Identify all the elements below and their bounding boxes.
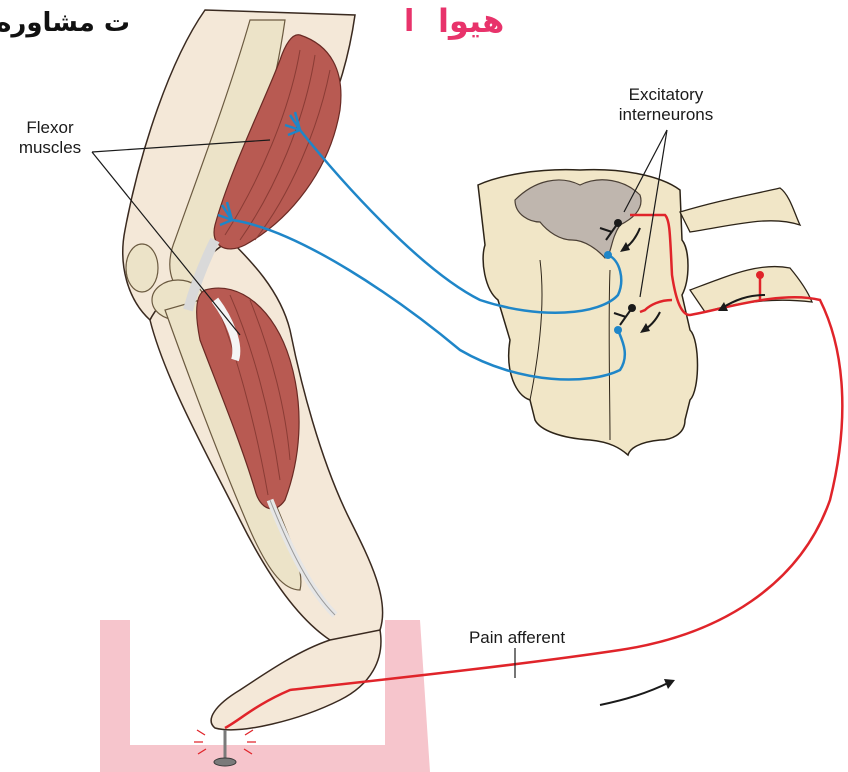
watermark-consult-text: ت مشاوره <box>0 8 130 38</box>
dorsal-root-upper <box>680 188 800 232</box>
flexor-label-line1: Flexor <box>10 118 90 138</box>
pain-ganglion-cell <box>756 271 764 279</box>
flexor-muscles-label: Flexor muscles <box>10 118 90 158</box>
flow-arrow-afferent <box>600 682 670 705</box>
foot-outline <box>211 630 381 730</box>
watermark-brand-text: هیوا <box>438 2 504 40</box>
patella-bone <box>126 244 158 292</box>
motor-neuron-soma-lower <box>614 326 622 334</box>
pain-afferent-label: Pain afferent <box>462 628 572 648</box>
excitatory-label-line2: interneurons <box>600 105 732 125</box>
watermark-brand-fragment: ا <box>404 4 414 39</box>
motor-neuron-soma-upper <box>604 251 612 259</box>
flexor-label-line2: muscles <box>10 138 90 158</box>
excitatory-interneurons-label: Excitatory interneurons <box>600 85 732 125</box>
excitatory-label-line1: Excitatory <box>600 85 732 105</box>
dorsal-root-ganglion <box>690 267 812 312</box>
leg-illustration <box>123 10 383 730</box>
